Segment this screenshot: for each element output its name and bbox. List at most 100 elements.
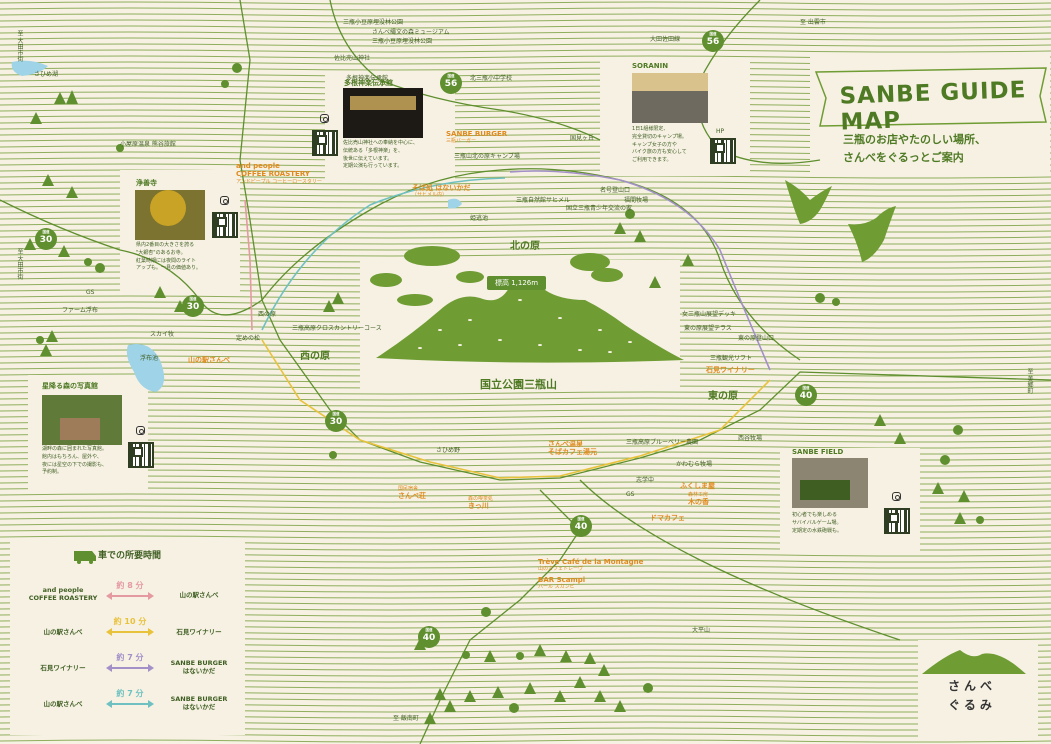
- photo-spot-desc: 県内2番目の大きさを誇る "大銀杏"のあるお寺。 紅葉時期には夜間のライト アッ…: [136, 242, 201, 272]
- legend-time: 約 8 分: [116, 581, 144, 590]
- route-purple: [509, 170, 771, 371]
- photo-spot-desc: 1日1組様限定、 完全貸切のキャンプ場。 キャンプ女子の方や バイク旅の方も安心…: [632, 126, 687, 163]
- legend-to: SANBE BURGER はないかだ: [170, 695, 228, 712]
- legend-from: 山の駅さんべ: [43, 628, 83, 636]
- landmark-label: ファーム浮布: [62, 307, 98, 314]
- sanbe-gurumi-logo: さんべ ぐるみ: [948, 679, 997, 712]
- photo-spot-title: SANBE FIELD: [792, 448, 844, 456]
- place-domacafe[interactable]: ドマカフェ: [650, 514, 685, 522]
- place-hanaikada-name: そば処 はないかだ: [412, 184, 471, 192]
- direction-misato: 至 美郷町: [1026, 368, 1033, 394]
- instagram-icon[interactable]: [320, 114, 329, 123]
- place-treve-name: Trève Café de la Montagne: [538, 558, 644, 566]
- photo-spot-desc: 初心者でも楽しめる サバイバルゲーム場。 定期定の水鉄砲戦も。: [792, 512, 843, 534]
- route-shield-40c: 40: [418, 626, 440, 648]
- legend-to: 石見ワイナリー: [176, 628, 222, 636]
- landmark-label: かわむら牧場: [676, 461, 713, 468]
- bird-1: [785, 180, 832, 224]
- photo-spot-title: 多根神楽伝承館: [344, 79, 393, 87]
- route-56-name: 大田佐田線: [650, 36, 681, 43]
- plain-blobs: [370, 246, 623, 306]
- place-and-people-sub: アンドピープル コーヒーロースタリー: [236, 178, 322, 185]
- mountain-name: 国立公園三瓶山: [480, 378, 557, 391]
- legend-to: SANBE BURGER はないかだ: [170, 659, 228, 676]
- photo-spot-title: 星降る森の写真館: [42, 382, 98, 390]
- place-sanbe-burger-name: SANBE BURGER: [446, 130, 508, 138]
- photo-spot-title: SORANIN: [632, 62, 669, 70]
- landmark-label: スカイ牧: [150, 331, 175, 338]
- route-yellow: [261, 339, 771, 479]
- photo-spot-desc: 湖畔の森に囲まれた写真館。 館内はもちろん、屋外や、 夜には星空の下での撮影も、…: [42, 446, 108, 476]
- qr-code[interactable]: [212, 212, 238, 238]
- legend-from: and people COFFEE ROASTERY: [28, 586, 98, 603]
- place-michinoeki[interactable]: 山の駅さんべ: [188, 356, 230, 364]
- legend-time: 約 7 分: [116, 653, 144, 662]
- place-michinoeki-name: 山の駅さんべ: [188, 356, 230, 364]
- qr-code[interactable]: [128, 442, 154, 468]
- legend-arrows: [106, 592, 154, 708]
- direction-izumo: 至 出雲市: [800, 19, 826, 26]
- instagram-icon[interactable]: [136, 426, 145, 435]
- landmark-label: 西の原: [258, 311, 277, 318]
- place-sanbe-onsen-name: さんべ温泉 そばカフェ湯元: [548, 440, 597, 457]
- landmark-label: 三瓶観光リフト: [710, 355, 753, 362]
- sahime-lake: [11, 60, 48, 76]
- landmark-label: 女三瓶山展望デッキ: [682, 311, 737, 318]
- title-banner: [814, 67, 1047, 127]
- landmark-label: 三瓶高原ブルーベリー農園: [626, 439, 699, 446]
- landmark-label: GS: [626, 491, 635, 498]
- landmark-label: 三瓶小豆原埋没林公園: [343, 19, 404, 26]
- direction-iinan: 至 飯南町: [393, 715, 419, 722]
- place-iwami-winery-name: 石見ワイナリー: [706, 366, 755, 374]
- landmark-label: 西谷牧場: [738, 435, 763, 442]
- route-shield-30c: 30: [325, 410, 347, 432]
- landmark-label: GS: [86, 289, 95, 296]
- route-pink: [244, 199, 253, 331]
- qr-code[interactable]: [884, 508, 910, 534]
- place-scampi-name: BAR Scampi: [538, 576, 586, 584]
- instagram-icon[interactable]: [892, 492, 901, 501]
- bird-2: [848, 206, 896, 262]
- place-scampi-sub: バール スカンピ: [538, 584, 575, 591]
- place-and-people-name: and people COFFEE ROASTERY: [236, 162, 310, 179]
- area-east: 東の原: [708, 391, 738, 402]
- legend-time: 約 7 分: [116, 689, 144, 698]
- photo-spot-title: 浄善寺: [136, 179, 157, 187]
- place-hanaikada[interactable]: そば処 はないかだ（サヒメル内）: [412, 184, 470, 198]
- place-fukushimaya-name: ふくしま屋: [680, 482, 715, 490]
- landmark-label: 三瓶小豆原埋没林公園: [372, 38, 433, 45]
- car-icon: [74, 551, 96, 561]
- place-sanbe-burger-sub: 三瓶バーガー: [446, 138, 477, 145]
- landmark-label: 大平山: [692, 627, 711, 634]
- landmark-label: 定めの松: [236, 335, 261, 342]
- qr-code[interactable]: [312, 130, 338, 156]
- route-shield-40a: 40: [795, 384, 817, 406]
- place-iwami-winery[interactable]: 石見ワイナリー: [706, 366, 755, 374]
- place-kinoka[interactable]: 森林工房木の香: [688, 492, 709, 506]
- place-sanbe-onsen[interactable]: さんべ温泉 そばカフェ湯元: [548, 440, 597, 457]
- place-kikkawa-name: きっ川: [468, 502, 489, 510]
- landmark-label: 国立三瓶青少年交流の家: [566, 205, 633, 212]
- landmark-label: 小屋原温泉 熊谷旅館: [120, 141, 176, 148]
- ukinuno-pond: [126, 344, 165, 392]
- place-kikkawa[interactable]: 森の喫茶処きっ川: [468, 496, 493, 510]
- himenoga-pond: [448, 198, 462, 209]
- landmark-label: 名号登山口: [600, 187, 631, 194]
- instagram-icon[interactable]: [220, 196, 229, 205]
- landmark-label: 佐比売山神社: [334, 55, 371, 62]
- map-title: SANBE GUIDE MAP: [839, 77, 1027, 136]
- qr-code[interactable]: [710, 138, 736, 164]
- place-hanaikada-sub: （サヒメル内）: [412, 192, 448, 199]
- landmark-label: さひめ湖: [34, 71, 59, 78]
- landmark-label: 三瓶自然館サヒメル: [516, 197, 571, 204]
- landmark-label: 福間牧場: [624, 197, 649, 204]
- place-fukushimaya[interactable]: ふくしま屋: [680, 482, 715, 490]
- mountain-dots: [418, 299, 632, 353]
- logo-mountain: [922, 650, 1026, 674]
- place-sanbeso[interactable]: 国民宿舎さんべ荘: [398, 486, 426, 500]
